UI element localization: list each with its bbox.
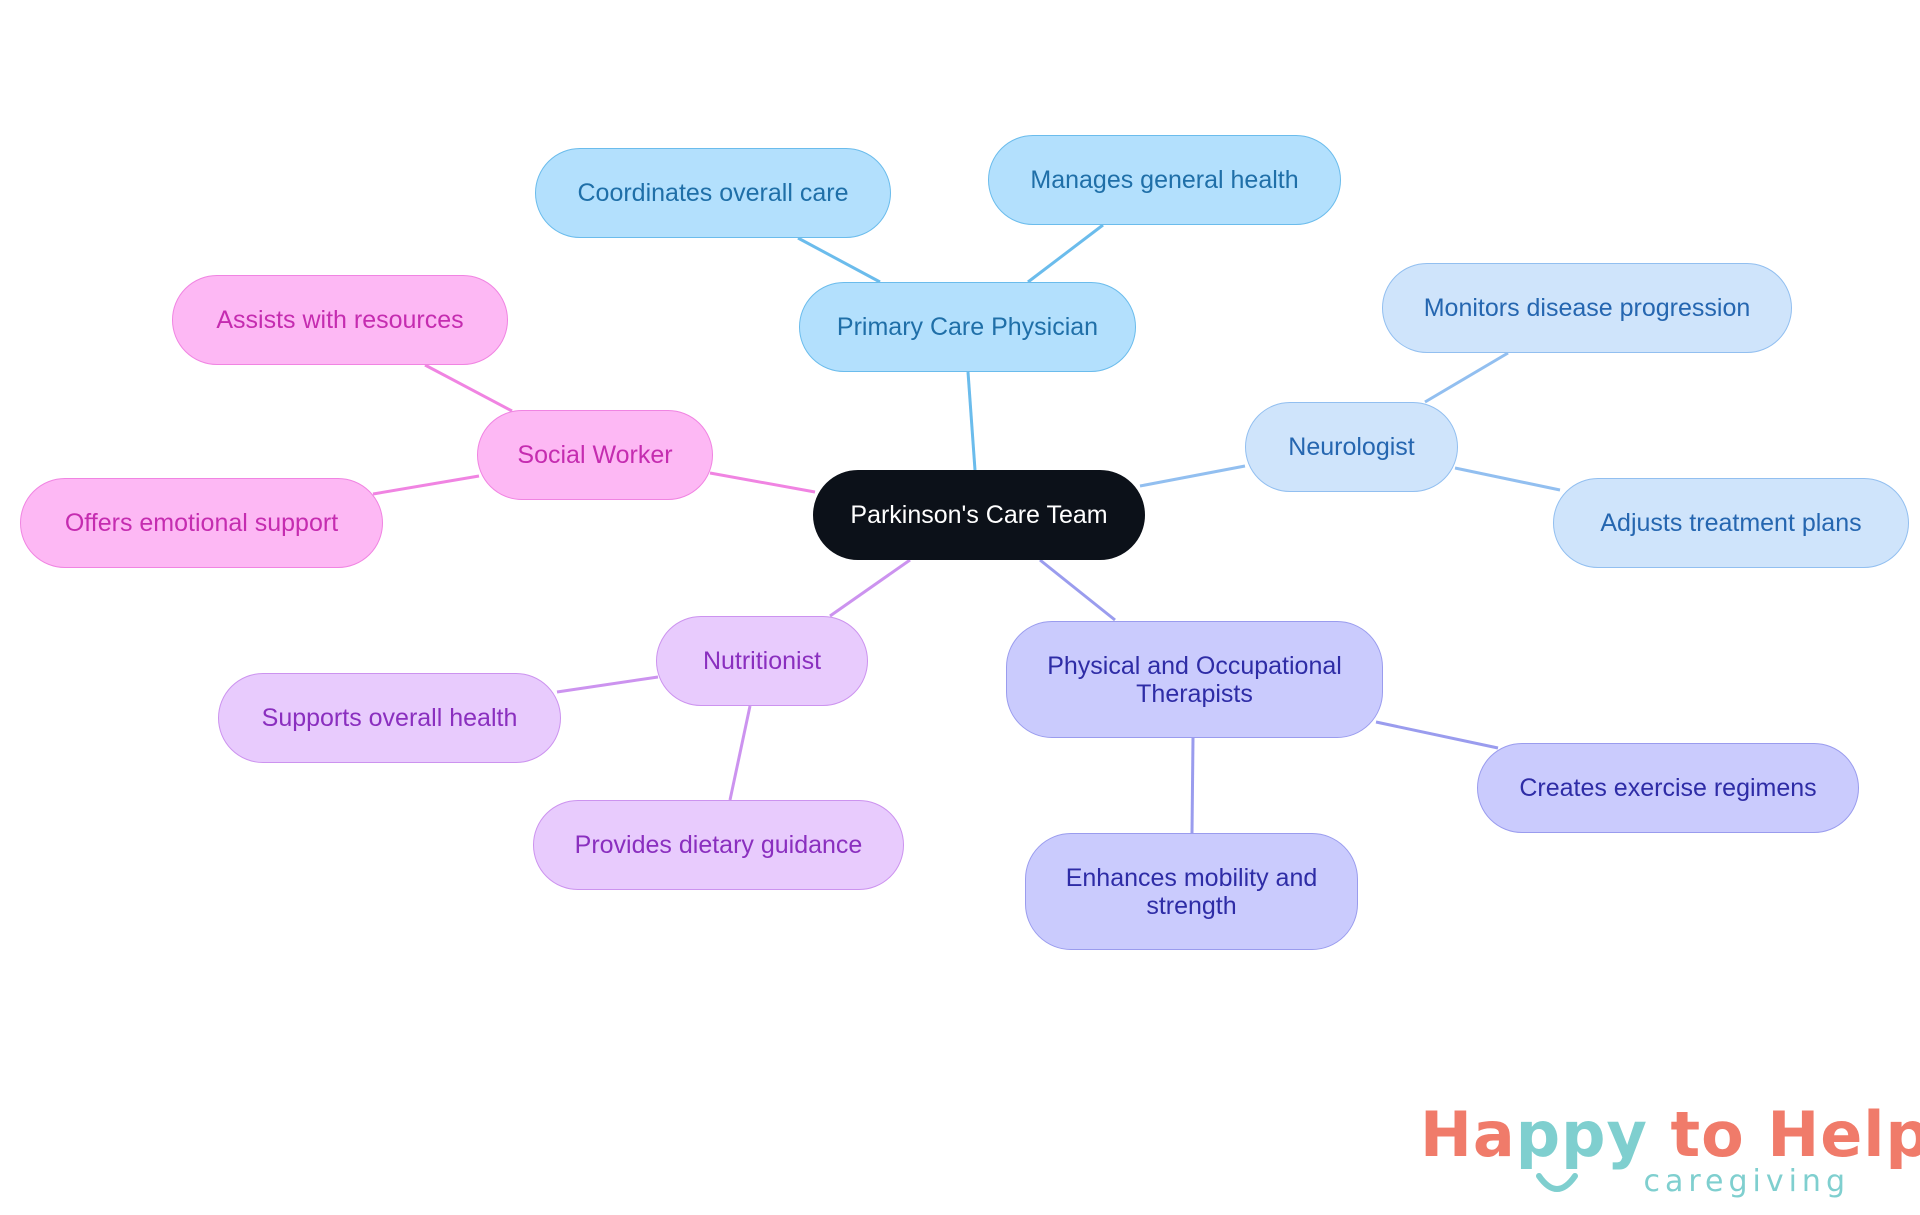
leaf-coordinates-overall-care: Coordinates overall care	[535, 148, 891, 238]
leaf-offers-emotional-support: Offers emotional support	[20, 478, 383, 568]
logo-wordmark: Happy to Help	[1420, 1100, 1920, 1170]
logo-part-ha: Ha	[1420, 1098, 1516, 1171]
edge-root-social	[709, 471, 816, 494]
edge-pcp-coord	[797, 236, 881, 284]
leaf-supports-overall-health: Supports overall health	[218, 673, 561, 763]
edge-neuro-monitor	[1424, 351, 1509, 404]
logo-part-ppy: ppy	[1515, 1098, 1648, 1171]
edge-nutri-dietary	[728, 705, 752, 801]
edge-pot-mobility	[1190, 737, 1195, 834]
edge-root-pcp	[966, 371, 977, 471]
edge-root-neuro	[1139, 464, 1246, 488]
leaf-assists-with-resources: Assists with resources	[172, 275, 508, 365]
edge-pot-exercise	[1375, 720, 1499, 750]
logo-part-to-help: to Help	[1647, 1098, 1920, 1171]
edge-social-emotional	[372, 474, 480, 496]
happy-to-help-logo: Happy to Help caregiving	[1420, 1100, 1920, 1210]
leaf-enhances-mobility-strength: Enhances mobility and strength	[1025, 833, 1358, 950]
leaf-manages-general-health: Manages general health	[988, 135, 1341, 225]
edge-social-assist	[424, 363, 513, 413]
leaf-provides-dietary-guidance: Provides dietary guidance	[533, 800, 904, 890]
branch-neurologist: Neurologist	[1245, 402, 1458, 492]
edge-root-nutri	[829, 558, 911, 618]
leaf-monitors-disease-progression: Monitors disease progression	[1382, 263, 1792, 353]
edge-pcp-manage	[1027, 223, 1104, 284]
leaf-creates-exercise-regimens: Creates exercise regimens	[1477, 743, 1859, 833]
branch-primary-care-physician: Primary Care Physician	[799, 282, 1136, 372]
branch-physical-occupational-therapists: Physical and Occupational Therapists	[1006, 621, 1383, 738]
edge-nutri-supports	[556, 675, 659, 694]
branch-social-worker: Social Worker	[477, 410, 713, 500]
logo-tagline: caregiving	[1643, 1164, 1850, 1199]
root-node: Parkinson's Care Team	[813, 470, 1145, 560]
smile-icon	[1536, 1173, 1578, 1192]
leaf-adjusts-treatment-plans: Adjusts treatment plans	[1553, 478, 1909, 568]
edge-neuro-adjust	[1454, 466, 1561, 492]
branch-nutritionist: Nutritionist	[656, 616, 868, 706]
edge-root-pot	[1039, 558, 1116, 622]
